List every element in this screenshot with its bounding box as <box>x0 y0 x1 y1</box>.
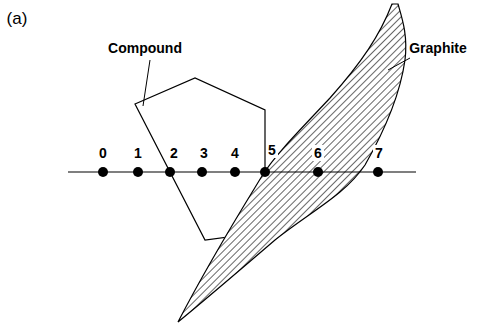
leader-line <box>143 60 150 106</box>
callout-number: 0 <box>97 145 109 161</box>
callout-number: 7 <box>373 145 385 161</box>
panel-label: (a) <box>7 9 28 28</box>
callout-number: 4 <box>229 145 241 161</box>
part-name: Compound <box>108 40 182 56</box>
part-name: Graphite <box>409 40 467 56</box>
callout-number: 1 <box>132 145 144 161</box>
measurement-points <box>98 167 383 177</box>
callout-number: 2 <box>168 145 180 161</box>
callout-number: 6 <box>312 145 324 161</box>
graphite-band <box>178 4 406 322</box>
callout-number: 5 <box>266 142 278 158</box>
measurement-line <box>68 171 416 172</box>
leader-line <box>388 58 410 70</box>
callout-number: 3 <box>198 145 210 161</box>
